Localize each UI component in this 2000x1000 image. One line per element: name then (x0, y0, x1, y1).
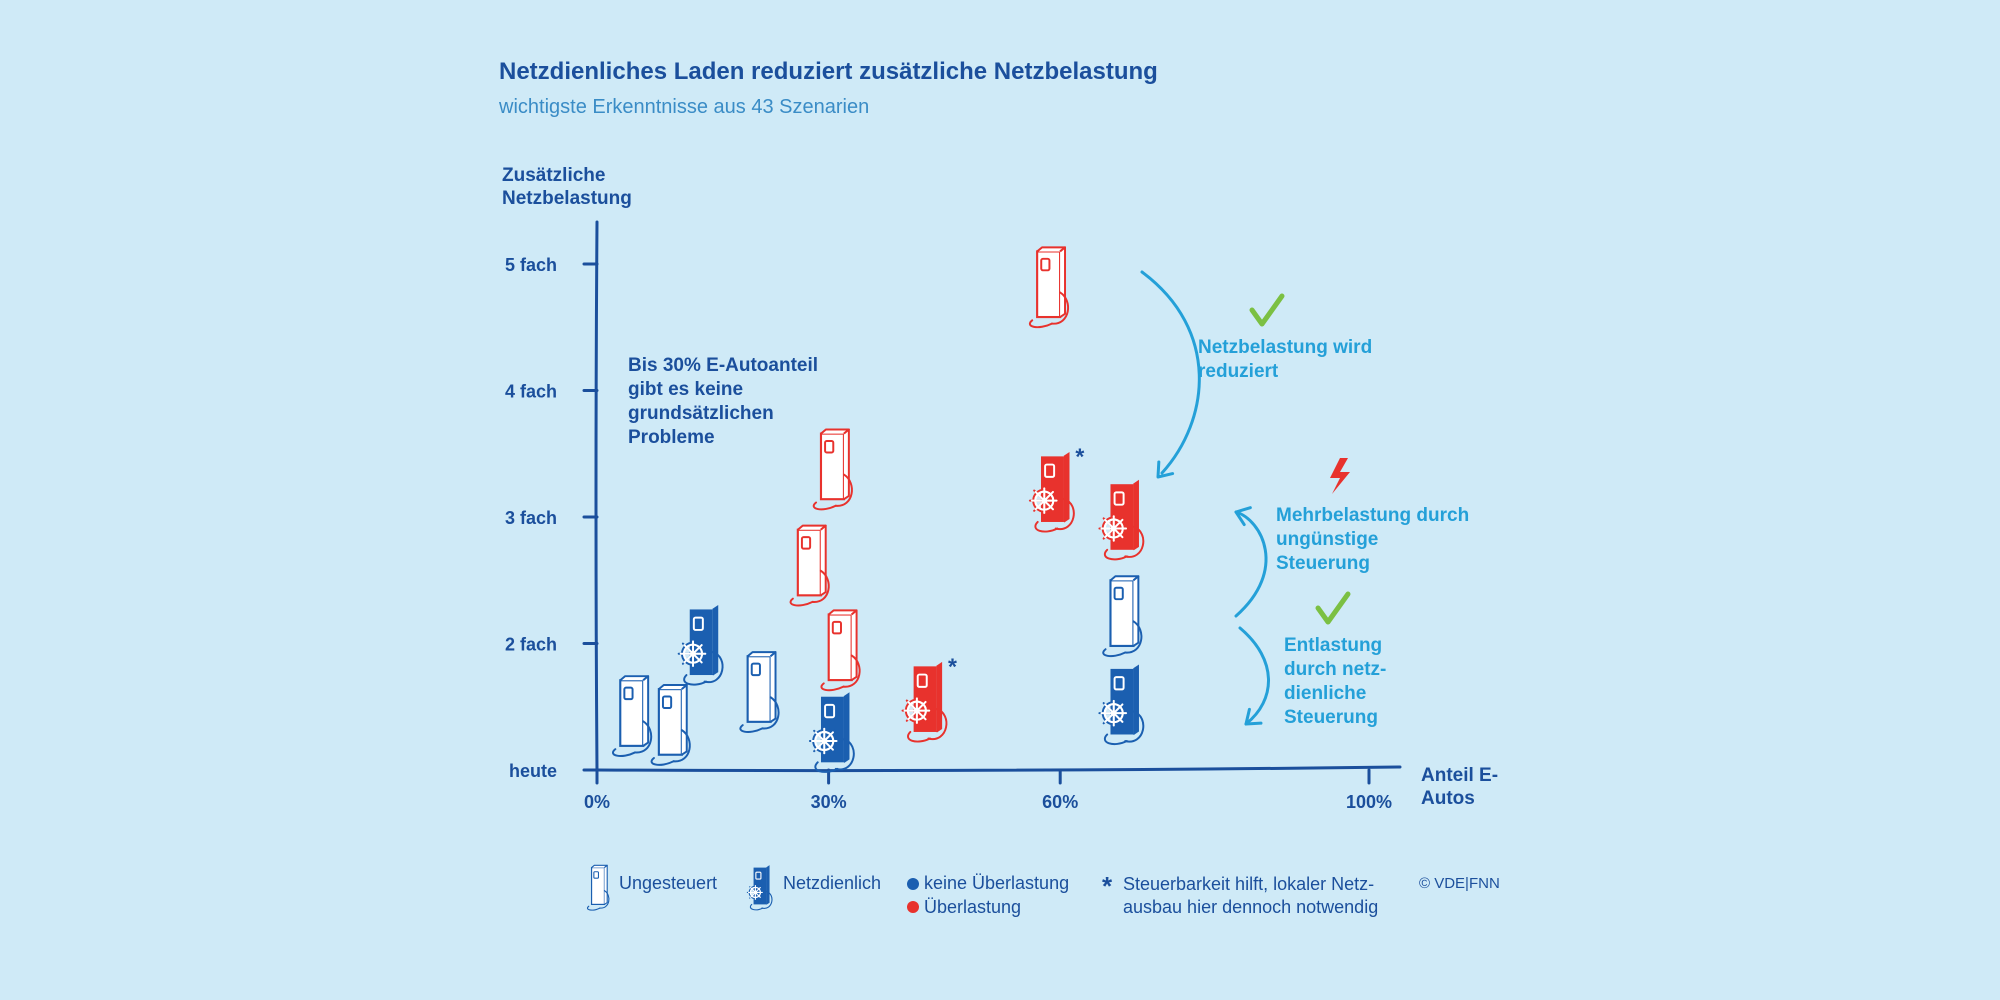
x-tick-label: 100% (1346, 792, 1392, 812)
x-tick-label: 60% (1042, 792, 1078, 812)
arrow-more-load (1234, 510, 1268, 618)
netzdienlich-point (1098, 664, 1145, 746)
check-icon (1249, 293, 1285, 327)
arrow-load-reduced (1140, 270, 1201, 475)
legend-grid-friendly-icon (746, 865, 773, 911)
y-tick-label: 2 fach (505, 635, 557, 655)
check-icon (1315, 591, 1351, 625)
y-tick-label: 3 fach (505, 508, 557, 528)
netzdienlich-point (808, 692, 855, 773)
x-axis-line (595, 765, 1402, 773)
x-tick-label: 30% (811, 792, 847, 812)
asterisk-marker: * (1075, 444, 1084, 470)
ungesteuert-point (612, 675, 653, 757)
axes: heute 2 fach 3 fach 4 fach 5 fach 0% 30% 60% 100… (505, 220, 1402, 812)
annotation-load-reduced: Netzbelastung wird reduziert (1198, 337, 1373, 382)
note-below-30-percent: Bis 30% E-Autoanteil gibt es keine grund… (628, 355, 819, 448)
y-axis-label: Zusätzliche Netzbelastung (502, 165, 632, 209)
arrow-load-reduced-head (1156, 460, 1175, 479)
x-tick-label: 0% (584, 792, 610, 812)
lightning-icon (1330, 458, 1350, 494)
annotation-arrows (1140, 270, 1351, 726)
legend-uncontrolled-icon (586, 864, 610, 911)
annotation-more-load: Mehrbelastung durch ungünstige Steuerung (1276, 505, 1470, 574)
annotation-relief: Entlastung durch netz-dienliche Steuerun… (1284, 635, 1387, 728)
ungesteuert-point-overload (812, 428, 853, 511)
y-tick-label: heute (509, 761, 557, 781)
ungesteuert-point-overload (820, 609, 861, 692)
y-axis-line (594, 220, 599, 772)
x-axis-label: Anteil E-Autos (1421, 765, 1499, 809)
y-tick-label: 5 fach (505, 255, 557, 275)
copyright: © VDE|FNN (1419, 875, 1500, 892)
chart-marks: ** (612, 246, 1145, 773)
legend-overload-dot (907, 901, 919, 913)
y-tick-label: 4 fach (505, 382, 557, 402)
legend-label-grid-friendly: Netzdienlich (783, 873, 882, 893)
legend-asterisk-icon: * (1102, 871, 1113, 901)
arrow-relief-head (1244, 707, 1263, 726)
arrow-relief (1238, 626, 1270, 726)
ungesteuert-point-overload (1029, 246, 1070, 329)
ungesteuert-point-overload (789, 524, 830, 607)
asterisk-marker: * (948, 654, 957, 680)
legend-label-uncontrolled: Ungesteuert (619, 873, 718, 893)
legend-asterisk-note: Steuerbarkeit hilft, lokaler Netz-ausbau… (1123, 874, 1379, 917)
ungesteuert-point (650, 684, 691, 766)
ungesteuert-point (739, 651, 780, 733)
arrow-more-load-head (1234, 506, 1252, 527)
ungesteuert-point (1102, 575, 1143, 658)
legend-no-overload-dot (907, 878, 919, 890)
chart-title: Netzdienliches Laden reduziert zusätzlic… (499, 58, 1158, 85)
netzdienlich-point-overload (1098, 479, 1145, 561)
chart-subtitle: wichtigste Erkenntnisse aus 43 Szenarien (499, 96, 870, 118)
legend-label-no-overload: keine Überlastung (924, 873, 1070, 893)
netzdienlich-point (677, 605, 724, 686)
netzdienlich-point-overload: * (901, 654, 957, 743)
legend-icons: * (586, 864, 1113, 913)
netzdienlich-point-overload: * (1028, 444, 1084, 533)
legend-label-overload: Überlastung (924, 897, 1022, 917)
